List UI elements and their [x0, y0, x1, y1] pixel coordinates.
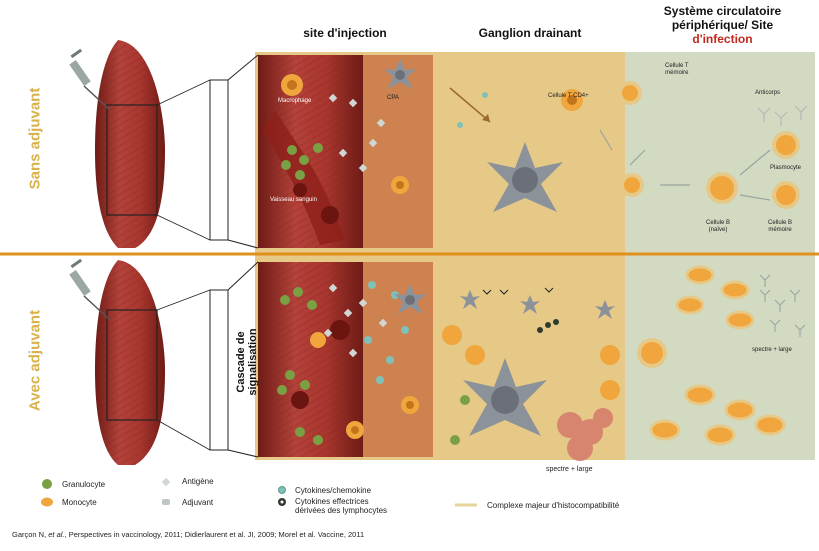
- label-cellule-t-memoire-line2: mémoire: [665, 70, 689, 77]
- label-cellule-b-naive-line2: (naïve): [706, 227, 730, 234]
- label-plasmocyte: Plasmocyte: [770, 165, 801, 172]
- t-memory-cell: [620, 83, 640, 103]
- monocyte-icon: [40, 496, 54, 508]
- b-memory-cell: [774, 183, 798, 207]
- cascade-signalisation-label: Cascade de signalisation: [235, 307, 259, 417]
- label-cellule-b-memoire: Cellule B mémoire: [768, 220, 792, 234]
- legend-adjuvant: Adjuvant: [182, 498, 213, 507]
- label-cellule-b-naive: Cellule B (naïve): [706, 220, 730, 234]
- legend-granulocyte: Granulocyte: [62, 480, 105, 489]
- adjuvant-icon: [160, 496, 172, 508]
- antigene-icon: [160, 476, 172, 488]
- cascade-line1: Cascade de: [235, 307, 247, 417]
- label-macrophage: Macrophage: [278, 98, 311, 105]
- granulocyte-icon: [40, 478, 54, 490]
- cmh-icon: [455, 502, 477, 508]
- cytokine-icon: [276, 484, 288, 496]
- citation-etal: et al.: [48, 530, 64, 539]
- citation: Garçon N, et al., Perspectives in vaccin…: [12, 530, 364, 539]
- legend-cytokines-effectrices-line1: Cytokines effectrices: [295, 497, 387, 506]
- citation-rest: , Perspectives in vaccinology, 2011; Did…: [65, 530, 365, 539]
- label-anticorps: Anticorps: [755, 90, 780, 97]
- b-naive-cell: [708, 174, 736, 202]
- plasmocyte-cell: [774, 133, 798, 157]
- label-cellule-t-cd4: Cellule T CD4+: [548, 93, 589, 100]
- label-cellule-b-memoire-line2: mémoire: [768, 227, 792, 234]
- legend-cytokines-effectrices-line2: dérivées des lymphocytes: [295, 506, 387, 515]
- cytokine-effectrice-icon: [276, 496, 288, 508]
- legend-cmh: Complexe majeur d'histocompatibilité: [487, 501, 619, 510]
- label-spectre-large-bottom: spectre + large: [546, 466, 593, 473]
- legend-antigene: Antigène: [182, 477, 214, 486]
- label-cellule-t-memoire-line1: Cellule T: [665, 63, 689, 70]
- label-vaisseau-sanguin: Vaisseau sanguin: [270, 197, 317, 204]
- cascade-line2: signalisation: [247, 307, 259, 417]
- label-cellule-b-memoire-line1: Cellule B: [768, 220, 792, 227]
- label-cpa: CPA: [387, 95, 399, 102]
- citation-author: Garçon N,: [12, 530, 48, 539]
- legend-cytokines-effectrices: Cytokines effectrices dérivées des lymph…: [295, 497, 387, 515]
- label-cellule-b-naive-line1: Cellule B: [706, 220, 730, 227]
- label-cellule-t-memoire: Cellule T mémoire: [665, 63, 689, 77]
- label-spectre-large-right: spectre + large: [752, 347, 792, 354]
- legend-monocyte: Monocyte: [62, 498, 97, 507]
- legend-cytokines-chemokine: Cytokines/chemokine: [295, 486, 371, 495]
